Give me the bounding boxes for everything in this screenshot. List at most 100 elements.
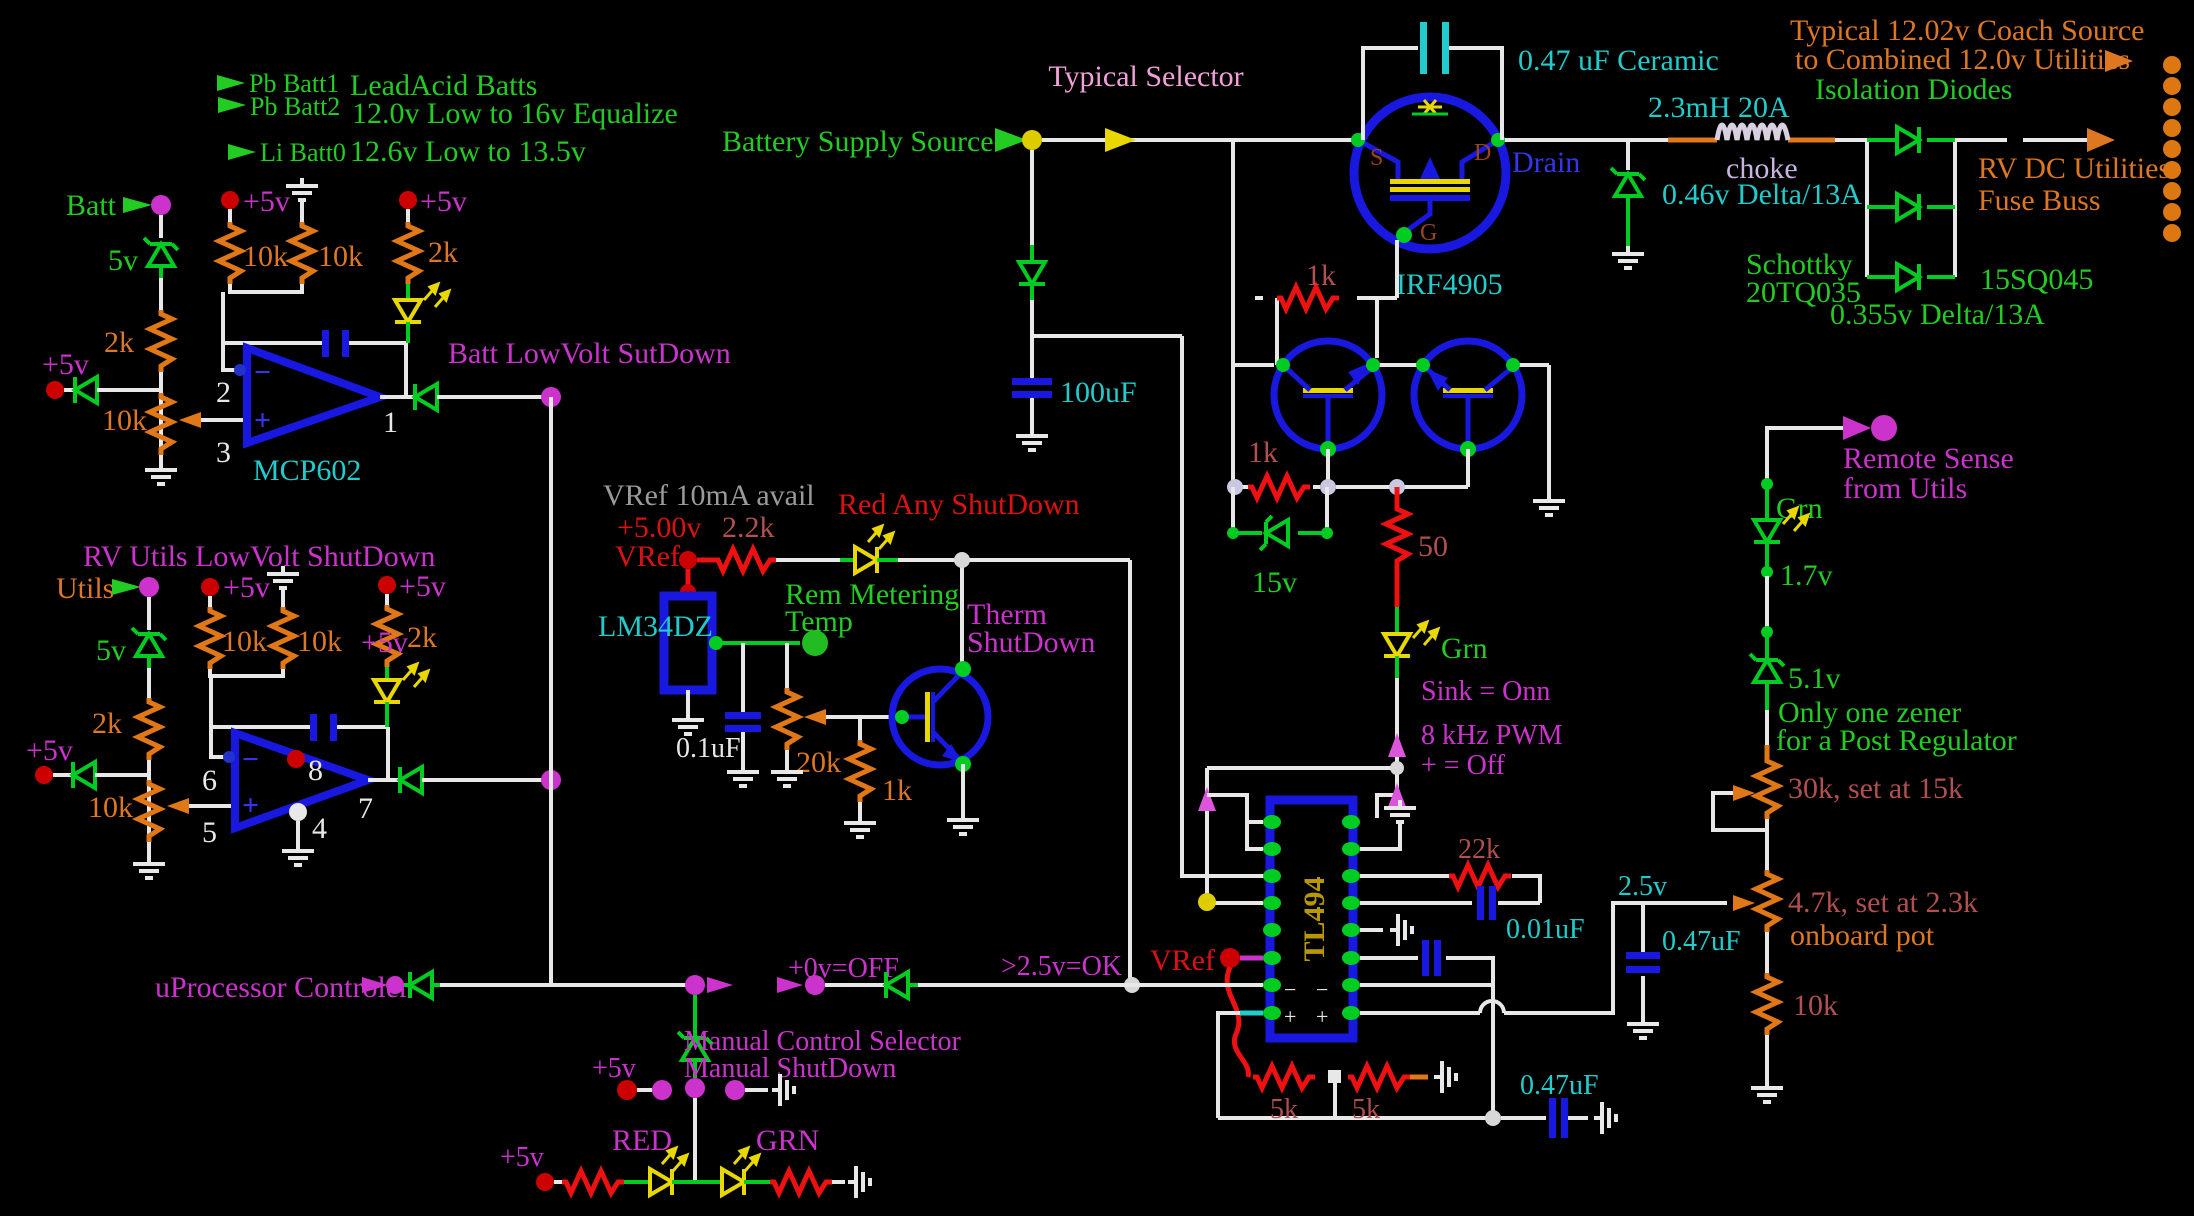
- batt-led-5v-node: [399, 191, 417, 209]
- red-any-label: Red Any ShutDown: [838, 488, 1080, 521]
- tl494-body: [1265, 795, 1358, 1043]
- r5k1-label: 5k: [1270, 1094, 1298, 1125]
- vref-thermal: VRef 10mA avail +5.00v 2.2k VRef Red Any…: [598, 479, 1132, 985]
- utils-clamp-5v-label: +5v: [26, 734, 73, 767]
- v51-label: 5.1v: [1788, 662, 1841, 695]
- battery-source-label: Battery Supply Source: [722, 125, 994, 158]
- tl494-minus1: −: [1284, 977, 1296, 1002]
- red-led-label: RED: [612, 1124, 672, 1157]
- pb-batt1-label: Pb Batt1: [249, 69, 339, 98]
- r5k-mid-node: [1328, 1070, 1341, 1083]
- batt-pot-wiper-icon: [179, 412, 201, 428]
- utils-opamp-vplus-node: [287, 750, 305, 768]
- utils-opamp-minus: −: [242, 743, 259, 776]
- r5k2-label: 5k: [1352, 1094, 1380, 1125]
- isolation-label: Isolation Diodes: [1815, 73, 2012, 106]
- choke-rating-label: 2.3mH 20A: [1648, 91, 1790, 124]
- gate-driver: 1k 1k 15v 50 Grn Sink = Onn 8 kHz PWM + …: [1198, 140, 1567, 900]
- cap-100uf-plate: [1012, 378, 1052, 385]
- batt-div-10k-b-label: 10k: [318, 240, 363, 273]
- batt-input-node: [151, 195, 171, 215]
- manual-shutdown-label: Manual ShutDown: [684, 1053, 896, 1084]
- manual-node-1: [685, 975, 705, 995]
- batt-opamp-pin2: 2: [216, 376, 231, 409]
- battery-node: [1022, 130, 1042, 150]
- utils-2k-label: 2k: [92, 707, 122, 740]
- batt-div-5v-label: +5v: [243, 185, 290, 218]
- grn-sink-led-label: Grn: [1441, 632, 1488, 665]
- rem-metering-label: Rem Metering: [785, 578, 959, 611]
- manual-dot-3: [725, 1080, 745, 1100]
- led-5v-label: +5v: [500, 1142, 544, 1173]
- choke-delta-label: 0.46v Delta/13A: [1662, 178, 1862, 211]
- utils-clamp-5v-node: [35, 766, 53, 784]
- pot-47k-wiper-icon: [1733, 895, 1755, 911]
- batt-lowvolt-monitor: Batt 5v 2k +5v 10k +5v 10k 10k +5v 2k − …: [42, 176, 731, 487]
- tl494-plus1: +: [1284, 1004, 1296, 1029]
- pnp-right-arrow: [1427, 369, 1448, 391]
- utils-fb-cap-plate: [330, 714, 337, 741]
- tl494-vref-label: VRef: [1150, 944, 1215, 977]
- batt-clamp-5v-label: +5v: [42, 348, 89, 381]
- mosfet-body-diode: [1418, 99, 1442, 115]
- batt-opamp-minus: −: [254, 356, 271, 389]
- manual-control: uProcessor Controler +0v=OFF >2.5v=OK Ma…: [155, 951, 1263, 1200]
- manual-arrow-2-icon: [777, 977, 803, 993]
- batt-zener-label: 5v: [108, 244, 138, 277]
- utils-lowvolt-monitor: RV Utils LowVolt ShutDown Utils 5v 2k +5…: [26, 540, 561, 880]
- batt-opamp-plus: +: [254, 404, 271, 437]
- battery-legend: Pb Batt1 Pb Batt2 Li Batt0 LeadAcid Batt…: [217, 69, 678, 168]
- batt-fb-cap-plate: [322, 330, 329, 357]
- mosfet-channel-bar: [1390, 195, 1470, 201]
- li-range-label: 12.6v Low to 13.5v: [350, 135, 586, 168]
- utils-pot-wiper-icon: [167, 798, 189, 814]
- vref-500-label: +5.00v: [617, 511, 701, 544]
- manual-dot-1: [652, 1080, 672, 1100]
- mosfet-gate-node: [1396, 227, 1412, 243]
- utils-input-node: [139, 577, 159, 597]
- pb-batt2-arrow-icon: [218, 97, 246, 113]
- batt-led-5v-label: +5v: [420, 185, 467, 218]
- note1-label: Only one zener: [1778, 696, 1961, 729]
- mosfet-arrow: [1420, 157, 1440, 179]
- iso-pn-label: 15SQ045: [1980, 263, 2093, 296]
- batt-fb-cap-plate: [342, 330, 349, 357]
- utils-heading: RV Utils LowVolt ShutDown: [83, 540, 435, 573]
- coach-source-label-2: to Combined 12.0v Utilities: [1795, 43, 2130, 76]
- batt-input-arrow-icon: [123, 197, 152, 213]
- temp-label: Temp: [785, 605, 853, 638]
- batt-2k-label: 2k: [104, 326, 134, 359]
- fuse-buss-label: Fuse Buss: [1978, 184, 2101, 217]
- utils-div-10k-a-label: 10k: [222, 625, 267, 658]
- utils-led-5v-label: +5v: [399, 570, 446, 603]
- manual-dot-2: [685, 1078, 705, 1098]
- coach-arrow-icon: [2105, 50, 2133, 72]
- r22k-label: 22k: [1458, 834, 1500, 865]
- therm-shutdown-label: ShutDown: [967, 626, 1095, 659]
- c047-bottom-label: 0.47uF: [1520, 1070, 1599, 1101]
- utils-led-5v-overlap-label: +5v: [361, 626, 408, 659]
- schottky-label: Schottky: [1746, 248, 1853, 281]
- utils-div-5v-node: [201, 578, 219, 596]
- tl494-block: TL494 − − + + VRef 22k 0.01uF 2.5v 0.47u…: [1124, 336, 1741, 1138]
- r1k-top-label: 1k: [1306, 259, 1336, 292]
- utils-opamp-pin8: 8: [308, 754, 323, 787]
- remote-sense-arrow-icon: [1843, 416, 1871, 440]
- utils-opamp-inv-node: [223, 751, 235, 763]
- batt-opamp-pin3: 3: [216, 436, 231, 469]
- selector-label: Manual Control Selector: [684, 1026, 962, 1057]
- pot-30k-wiper-icon: [1733, 785, 1755, 801]
- utils-div-5v-label: +5v: [223, 571, 270, 604]
- iso-delta-label: 0.355v Delta/13A: [1830, 298, 2045, 331]
- flow-arrow-icon: [1105, 128, 1136, 152]
- choke-coil: [1714, 122, 1791, 141]
- leadacid-label: LeadAcid Batts: [350, 69, 537, 102]
- batt-opamp-inv-node: [234, 364, 246, 376]
- r22k-label2: 2.2k: [722, 511, 775, 544]
- zener-15v-label: 15v: [1252, 566, 1297, 599]
- ok-label: >2.5v=OK: [1001, 951, 1122, 982]
- battery-supply: Battery Supply Source 100uF S D G Drain …: [722, 22, 1867, 452]
- vref-node: [679, 551, 697, 569]
- led-5v-node: [536, 1173, 554, 1191]
